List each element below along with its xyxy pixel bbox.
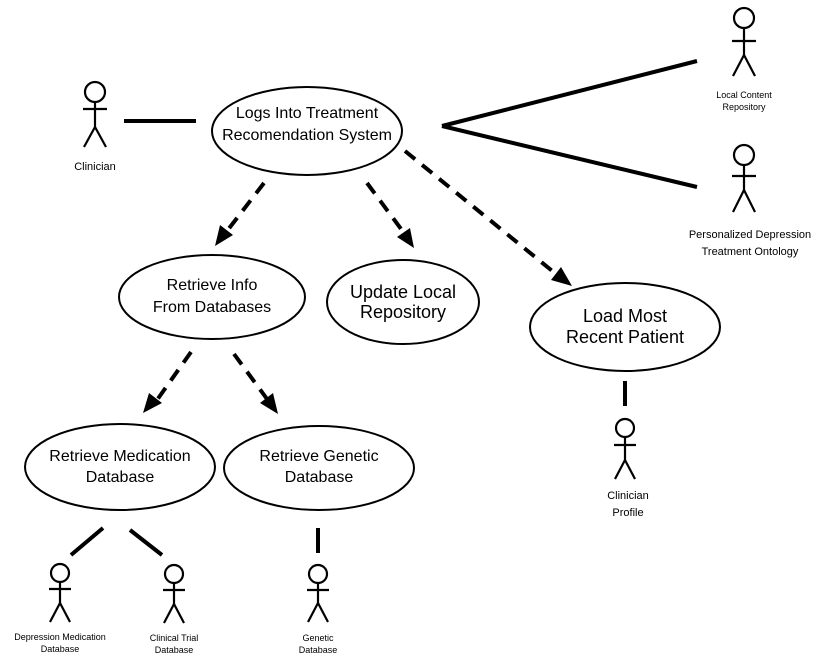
include-arrow-retrieve-genetic: [232, 352, 269, 401]
actor-genetic-database[interactable]: Genetic Database: [299, 563, 338, 655]
actor-depression-medication-database-line-1: Depression Medication: [14, 632, 106, 642]
use-case-retrieve-medication-line-2: Database: [86, 469, 155, 486]
stick-figure-icon: [307, 563, 329, 623]
actor-clinical-trial-database-line-2: Database: [155, 645, 194, 655]
use-case-retrieve-genetic-line-2: Database: [285, 469, 354, 486]
use-case-retrieve-info[interactable]: Retrieve Info From Databases: [118, 254, 306, 340]
actor-clinician-profile-line-2: Profile: [612, 507, 643, 519]
include-arrow-update-repo: [365, 181, 406, 235]
stick-figure-icon: [163, 563, 185, 624]
stick-figure-icon: [49, 562, 71, 623]
actor-ontology-line-2: Treatment Ontology: [702, 246, 799, 258]
use-case-update-repository[interactable]: Update Local Repository: [326, 259, 480, 345]
actor-local-content-repository-line-2: Repository: [722, 102, 766, 112]
use-case-update-repository-line-1: Update Local: [350, 282, 456, 302]
include-arrow-load-patient: [403, 149, 558, 276]
association-login-local-content-repository: [441, 59, 698, 128]
use-case-retrieve-genetic-line-1: Retrieve Genetic: [259, 448, 378, 465]
use-case-retrieve-medication-line-1: Retrieve Medication: [49, 448, 190, 465]
use-case-load-patient[interactable]: Load Most Recent Patient: [529, 282, 721, 372]
use-case-login-line-1: Logs Into Treatment: [236, 105, 379, 122]
actor-clinician[interactable]: Clinician: [74, 80, 116, 173]
actor-genetic-database-line-1: Genetic: [302, 633, 334, 643]
association-medication-depression-db: [69, 526, 105, 557]
actor-clinical-trial-database[interactable]: Clinical Trial Database: [150, 563, 199, 655]
association-medication-clinical-trial-db: [128, 528, 164, 557]
actor-ontology-line-1: Personalized Depression: [689, 229, 811, 241]
actor-local-content-repository-line-1: Local Content: [716, 90, 772, 100]
stick-figure-icon: [732, 6, 756, 77]
actor-clinician-label: Clinician: [74, 161, 116, 173]
actor-clinician-profile[interactable]: Clinician Profile: [607, 417, 649, 519]
include-arrowhead-retrieve-info: [215, 225, 233, 246]
use-case-retrieve-info-line-2: From Databases: [153, 299, 271, 316]
stick-figure-icon: [614, 417, 636, 480]
include-arrowhead-retrieve-genetic: [260, 393, 278, 414]
use-case-login[interactable]: Logs Into Treatment Recomendation System: [211, 86, 403, 176]
include-arrowhead-update-repo: [397, 228, 414, 248]
actor-depression-medication-database-line-2: Database: [41, 644, 80, 654]
use-case-update-repository-line-2: Repository: [360, 302, 446, 322]
use-case-retrieve-info-line-1: Retrieve Info: [167, 277, 258, 294]
association-login-ontology: [441, 124, 698, 189]
use-case-retrieve-medication[interactable]: Retrieve Medication Database: [24, 423, 216, 511]
include-arrowhead-load-patient: [551, 267, 572, 286]
stick-figure-icon: [732, 143, 756, 213]
include-arrow-retrieve-medication: [155, 350, 193, 402]
actor-depression-medication-database[interactable]: Depression Medication Database: [14, 562, 106, 654]
actor-ontology[interactable]: Personalized Depression Treatment Ontolo…: [689, 143, 811, 258]
use-case-login-line-2: Recomendation System: [222, 127, 392, 144]
include-arrowhead-retrieve-medication: [143, 393, 162, 413]
use-case-load-patient-line-2: Recent Patient: [566, 327, 684, 347]
stick-figure-icon: [83, 80, 107, 148]
use-case-load-patient-line-1: Load Most: [583, 306, 667, 326]
actor-clinical-trial-database-line-1: Clinical Trial: [150, 633, 199, 643]
use-case-retrieve-genetic[interactable]: Retrieve Genetic Database: [223, 425, 415, 511]
actor-genetic-database-line-2: Database: [299, 645, 338, 655]
actor-local-content-repository[interactable]: Local Content Repository: [716, 6, 772, 112]
include-arrow-retrieve-info: [225, 181, 266, 233]
actor-clinician-profile-line-1: Clinician: [607, 490, 649, 502]
